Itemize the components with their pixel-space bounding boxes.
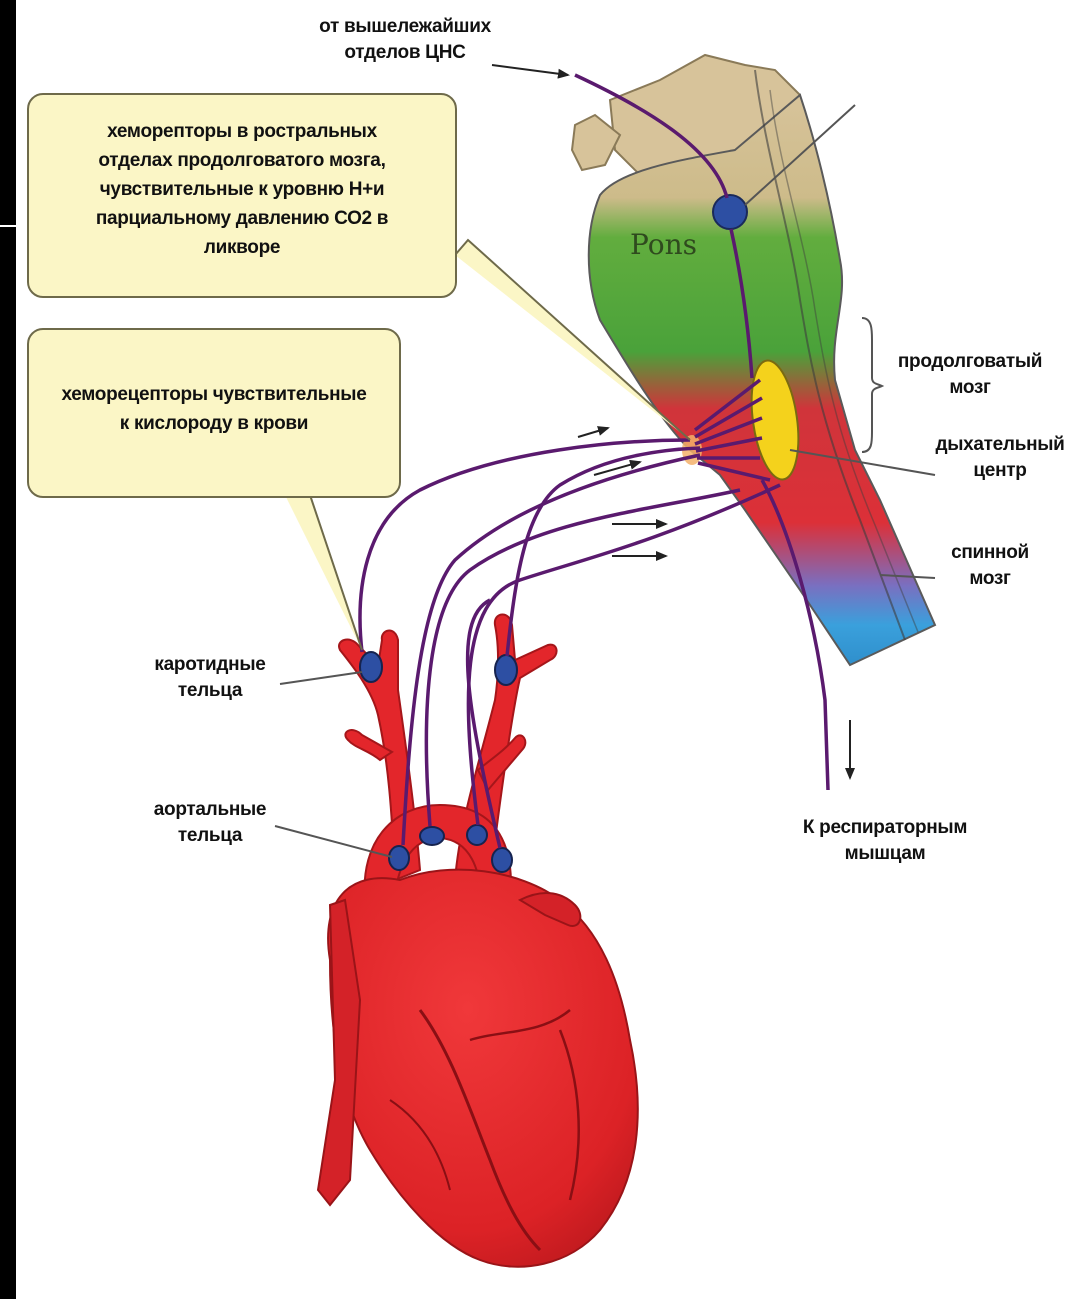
callout-oxygen-chemoreceptors: хеморецепторы чувствительные к кислороду… <box>27 328 401 498</box>
callout-rostral-chemoreceptors: хеморепторы в ростральных отделах продол… <box>27 93 457 298</box>
label-higher-cns: от вышележайших отделов ЦНС <box>290 14 520 66</box>
label-aortic-bodies: аортальные тельца <box>130 797 290 849</box>
carotid-body-left <box>360 652 382 682</box>
aortic-body-3 <box>467 825 487 845</box>
label-medulla: продолговатый мозг <box>880 349 1060 401</box>
callout-rostral-text: хеморепторы в ростральных отделах продол… <box>29 117 455 262</box>
label-spinal-cord: спинной мозг <box>930 540 1050 592</box>
label-respiratory-center: дыхательный центр <box>925 432 1075 484</box>
aortic-body-2 <box>420 827 444 845</box>
pons-receptor-node <box>713 195 747 229</box>
carotid-body-right <box>495 655 517 685</box>
aortic-body-4 <box>492 848 512 872</box>
label-respiratory-muscles: К респираторным мышцам <box>770 815 1000 867</box>
label-pons: Pons <box>630 228 697 261</box>
aortic-body-1 <box>389 846 409 870</box>
label-carotid-bodies: каротидные тельца <box>130 652 290 704</box>
callout-oxygen-text: хеморецепторы чувствительные к кислороду… <box>29 380 399 438</box>
